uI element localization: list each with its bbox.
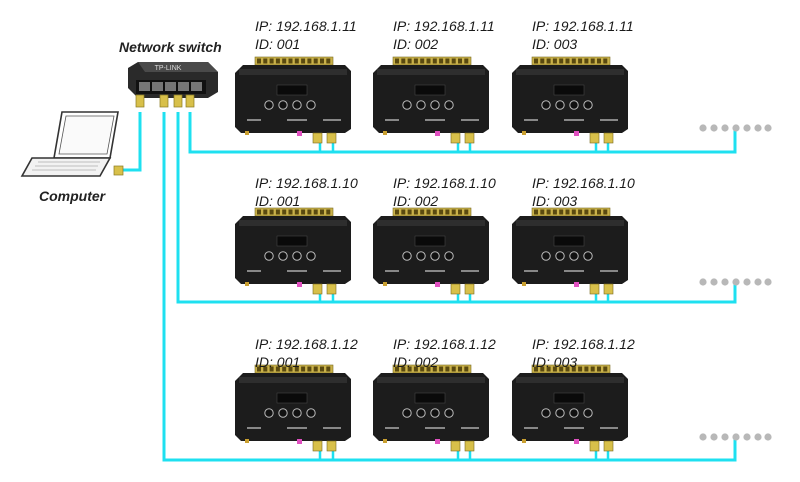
device-ip-label: IP: 192.168.1.12 [532, 335, 635, 353]
device-ip-label: IP: 192.168.1.10 [532, 174, 635, 192]
dots-row-1 [699, 124, 771, 131]
computer-label: Computer [39, 187, 105, 205]
device-ip-label: IP: 192.168.1.11 [393, 17, 495, 35]
device-id-label: ID: 001 [255, 353, 300, 371]
continuation-dots [699, 124, 771, 440]
device-ip-label: IP: 192.168.1.12 [393, 335, 496, 353]
device-id-label: ID: 002 [393, 353, 438, 371]
switch-brand-label: TP-LINK [155, 65, 182, 72]
dots-row-3 [699, 433, 771, 440]
device-id-label: ID: 002 [393, 192, 438, 210]
switch-label: Network switch [119, 38, 222, 56]
controller-device [373, 208, 489, 294]
device-ip-label: IP: 192.168.1.10 [255, 174, 358, 192]
device-ip-label: IP: 192.168.1.10 [393, 174, 496, 192]
device-id-label: ID: 003 [532, 192, 577, 210]
device-id-label: ID: 002 [393, 35, 438, 53]
devices [235, 57, 628, 451]
dots-row-2 [699, 278, 771, 285]
device-id-label: ID: 001 [255, 35, 300, 53]
controller-device [235, 208, 351, 294]
controller-device [512, 365, 628, 451]
controller-device [235, 365, 351, 451]
laptop-icon [22, 112, 123, 176]
network-switch: TP-LINK [128, 62, 218, 107]
controller-device [373, 365, 489, 451]
device-ip-label: IP: 192.168.1.11 [532, 17, 634, 35]
device-ip-label: IP: 192.168.1.12 [255, 335, 358, 353]
device-ip-label: IP: 192.168.1.11 [255, 17, 357, 35]
controller-device [235, 57, 351, 143]
device-id-label: ID: 003 [532, 353, 577, 371]
controller-device [512, 208, 628, 294]
controller-device [512, 57, 628, 143]
cable-computer-switch [123, 112, 140, 170]
controller-device [373, 57, 489, 143]
device-id-label: ID: 003 [532, 35, 577, 53]
device-id-label: ID: 001 [255, 192, 300, 210]
